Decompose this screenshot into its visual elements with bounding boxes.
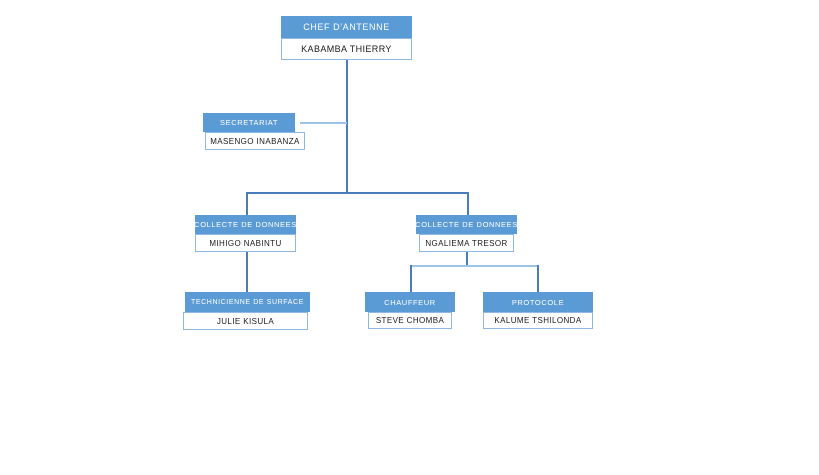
node-secretariat[interactable]: SECRETARIAT MASENGO INABANZA — [203, 113, 305, 150]
node-technicienne-surface[interactable]: TECHNICIENNE DE SURFACE JULIE KISULA — [183, 292, 310, 330]
node-chauffeur[interactable]: CHAUFFEUR STEVE CHOMBA — [365, 292, 455, 329]
connector-to-chauffeur — [410, 265, 412, 292]
node-collecte-donnees-left-name: MIHIGO NABINTU — [195, 234, 296, 252]
node-chef-antenne-name: KABAMBA THIERRY — [281, 38, 412, 60]
node-collecte-donnees-left[interactable]: COLLECTE DE DONNEES MIHIGO NABINTU — [194, 215, 296, 252]
connector-collecte-left-to-technicienne — [246, 252, 248, 292]
connector-to-collecte-left — [246, 192, 248, 216]
node-chef-antenne-title: CHEF D'ANTENNE — [281, 16, 412, 38]
connector-level2-bar — [246, 192, 468, 194]
connector-to-protocole — [537, 265, 539, 292]
node-chef-antenne[interactable]: CHEF D'ANTENNE KABAMBA THIERRY — [281, 16, 412, 60]
node-protocole[interactable]: PROTOCOLE KALUME TSHILONDA — [483, 292, 593, 329]
node-collecte-donnees-left-title: COLLECTE DE DONNEES — [194, 215, 296, 234]
connector-level3-bar — [410, 265, 539, 267]
node-protocole-name: KALUME TSHILONDA — [483, 312, 593, 329]
node-technicienne-surface-title: TECHNICIENNE DE SURFACE — [185, 292, 310, 312]
connector-chef-trunk — [346, 60, 348, 193]
node-collecte-donnees-right-name: NGALIEMA TRESOR — [419, 234, 514, 252]
node-protocole-title: PROTOCOLE — [483, 292, 593, 312]
node-secretariat-title: SECRETARIAT — [203, 113, 295, 132]
node-chauffeur-name: STEVE CHOMBA — [368, 312, 452, 329]
node-technicienne-surface-name: JULIE KISULA — [183, 312, 308, 330]
connector-to-collecte-right — [467, 192, 469, 216]
node-collecte-donnees-right[interactable]: COLLECTE DE DONNEES NGALIEMA TRESOR — [415, 215, 517, 252]
node-collecte-donnees-right-title: COLLECTE DE DONNEES — [415, 215, 517, 234]
node-chauffeur-title: CHAUFFEUR — [365, 292, 455, 312]
node-secretariat-name: MASENGO INABANZA — [205, 132, 305, 150]
connector-collecte-right-stem — [466, 252, 468, 266]
connector-chef-to-secretariat — [300, 122, 347, 124]
